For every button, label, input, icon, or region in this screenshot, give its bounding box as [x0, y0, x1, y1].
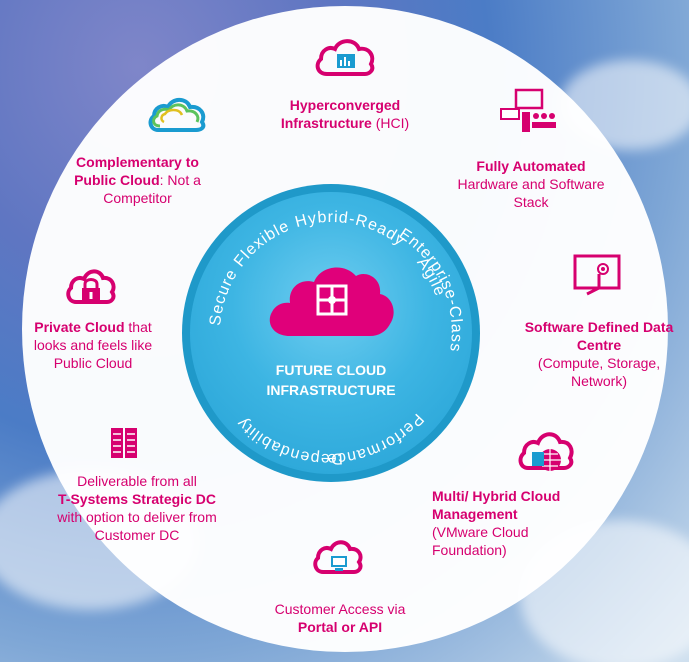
center-title-line1: FUTURE CLOUD — [275, 362, 387, 378]
rainbow-cloud-icon — [148, 97, 206, 132]
chart-cloud-icon — [315, 39, 375, 76]
item-customer-access: Customer Access via Portal or API — [274, 601, 406, 635]
puzzle-cloud-icon — [269, 267, 394, 336]
computer-cloud-icon — [313, 540, 363, 574]
item-complementary: Complementary to Public Cloud: Not a Com… — [74, 154, 201, 206]
lock-cloud-icon — [66, 269, 116, 304]
people-computer-icon — [500, 88, 556, 132]
ring-word-hybrid-ready: Hybrid-Ready — [293, 209, 408, 250]
item-deliverable: Deliverable from all T-Systems Strategic… — [57, 473, 217, 543]
item-fully-automated: Fully Automated Hardware and Software St… — [457, 158, 605, 210]
touchscreen-icon — [573, 254, 621, 296]
item-multi-hybrid: Multi/ Hybrid Cloud Management (VMware C… — [432, 488, 561, 558]
ring-word-secure: Secure — [207, 266, 241, 327]
globe-cloud-icon — [518, 432, 574, 471]
item-hci: Hyperconverged Infrastructure (HCI) — [280, 97, 410, 131]
server-rack-icon — [111, 428, 137, 458]
ring-word-dependability: Dependability — [234, 414, 344, 467]
ring-words: Secure Flexible Hybrid-Ready Agile Enter… — [207, 209, 464, 467]
item-sddc: Software Defined Data Centre (Compute, S… — [524, 319, 674, 389]
item-private-cloud: Private Cloud that looks and feels like … — [33, 319, 153, 371]
center-title: FUTURE CLOUD INFRASTRUCTURE — [231, 360, 431, 400]
center-title-line2: INFRASTRUCTURE — [266, 382, 396, 398]
